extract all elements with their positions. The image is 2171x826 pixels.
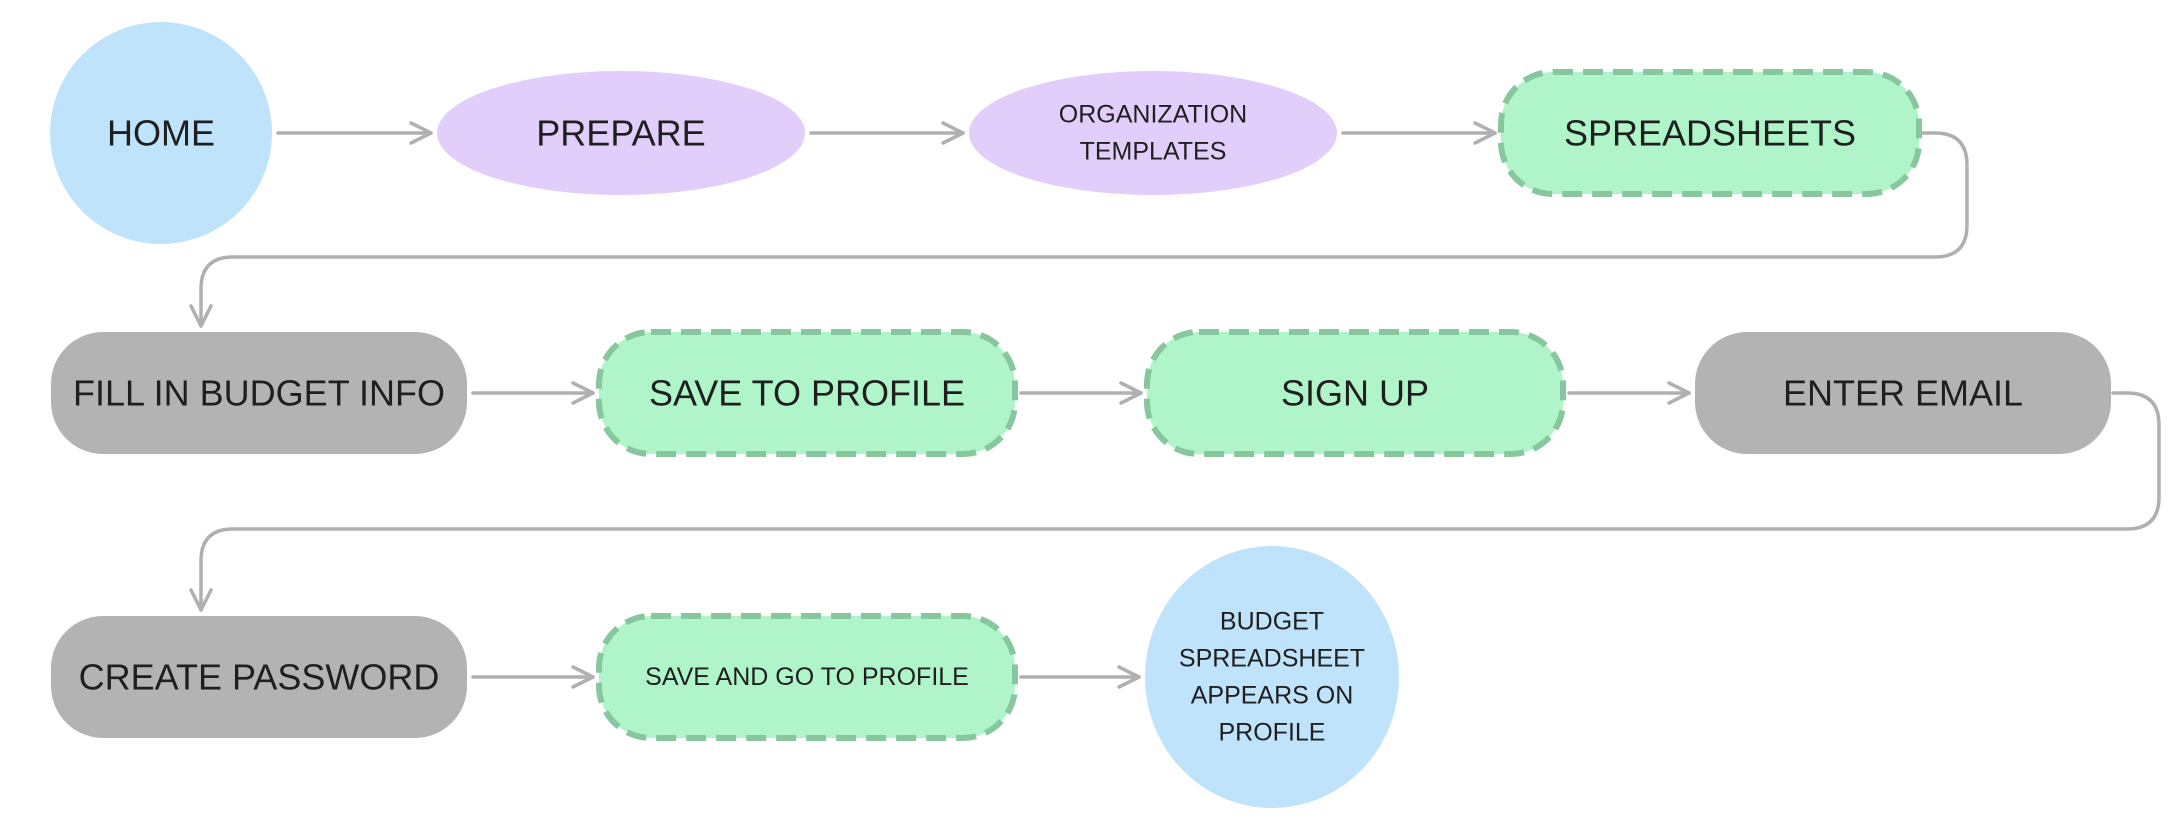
node-label: ORGANIZATION	[1059, 101, 1247, 129]
connector-enter-email-to-create-password	[189, 391, 2161, 612]
node-shape	[969, 71, 1337, 195]
node-shape	[1145, 546, 1399, 808]
node-shape	[50, 22, 272, 244]
node-budget-spreadsheet-appears: BUDGET SPREADSHEET APPEARS ON PROFILE	[1145, 546, 1399, 808]
node-shape	[1144, 329, 1566, 457]
node-shape	[51, 332, 467, 454]
node-label: SPREADSHEETS	[1564, 113, 1856, 154]
node-label: SAVE AND GO TO PROFILE	[645, 663, 969, 691]
node-label: SIGN UP	[1281, 373, 1429, 414]
node-shape	[1498, 69, 1922, 197]
node-home: HOME	[50, 22, 272, 244]
node-shape	[596, 329, 1018, 457]
node-shape	[51, 616, 467, 738]
node-shape	[596, 613, 1018, 741]
node-sign-up: SIGN UP	[1144, 329, 1566, 457]
node-enter-email: ENTER EMAIL	[1695, 332, 2111, 454]
node-fill-in-budget-info: FILL IN BUDGET INFO	[51, 332, 467, 454]
node-label: SAVE TO PROFILE	[649, 373, 965, 414]
nodes: HOME PREPARE ORGANIZATION TEMPLATES SPREADSH…	[50, 22, 2111, 808]
node-label: FILL IN BUDGET INFO	[73, 373, 445, 414]
node-prepare: PREPARE	[437, 71, 805, 195]
node-label: PROFILE	[1219, 719, 1326, 747]
node-organization-templates: ORGANIZATION TEMPLATES	[969, 71, 1337, 195]
node-spreadsheets: SPREADSHEETS	[1498, 69, 1922, 197]
node-save-and-go-to-profile: SAVE AND GO TO PROFILE	[596, 613, 1018, 741]
node-label: TEMPLATES	[1080, 138, 1227, 166]
node-create-password: CREATE PASSWORD	[51, 616, 467, 738]
connector-spreadsheets-to-fill-in-budget-info	[189, 131, 1969, 328]
node-label: PREPARE	[536, 113, 705, 154]
node-save-to-profile: SAVE TO PROFILE	[596, 329, 1018, 457]
node-shape	[437, 71, 805, 195]
node-label: ENTER EMAIL	[1783, 373, 2023, 414]
connectors	[189, 121, 2161, 689]
node-label: SPREADSHEET	[1179, 645, 1365, 673]
node-label: HOME	[107, 113, 215, 154]
node-label: APPEARS ON	[1191, 682, 1354, 710]
node-label: BUDGET	[1220, 608, 1324, 636]
node-label: CREATE PASSWORD	[79, 657, 440, 698]
node-shape	[1695, 332, 2111, 454]
